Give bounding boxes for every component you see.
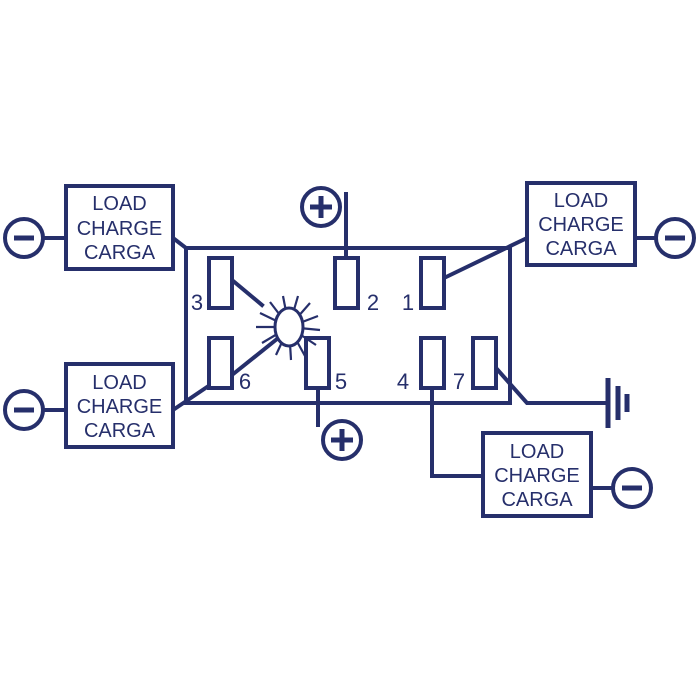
load-box-line-1: LOAD [92, 372, 146, 394]
terminal-label-1: 1 [402, 290, 414, 315]
wire-pin7-ground [493, 365, 608, 405]
pin-6 [207, 336, 234, 390]
load-box-line-2: CHARGE [494, 465, 580, 487]
load-box-line-1: LOAD [554, 190, 608, 212]
wire-top-left-load [170, 235, 189, 251]
pin-3 [207, 256, 234, 310]
wire-pin4-load [430, 388, 485, 478]
load-box-bottom-left: LOAD CHARGE CARGA [64, 362, 175, 449]
wire-bottom-left-load [170, 382, 213, 413]
minus-terminal-icon [3, 217, 68, 259]
plus-terminal-icon [300, 186, 342, 228]
load-box-line-2: CHARGE [538, 214, 624, 236]
load-box-bottom-right: LOAD CHARGE CARGA [481, 431, 593, 518]
terminal-label-2: 2 [367, 290, 379, 315]
minus-terminal-icon [589, 467, 653, 509]
pin-5 [304, 336, 331, 390]
load-box-line-3: CARGA [84, 420, 156, 442]
load-box-line-3: CARGA [545, 238, 617, 260]
ground-icon [605, 378, 630, 428]
load-box-line-2: CHARGE [77, 396, 163, 418]
wires [170, 192, 608, 478]
minus-terminal-icon [633, 217, 696, 259]
load-box-line-1: LOAD [510, 441, 564, 463]
load-box-top-right: LOAD CHARGE CARGA [525, 181, 637, 267]
terminal-label-4: 4 [397, 369, 409, 394]
load-box-line-3: CARGA [84, 242, 156, 264]
wire-pin3-lamp [229, 277, 265, 308]
terminal-label-6: 6 [239, 369, 251, 394]
indicator-lamp-icon [256, 295, 321, 361]
pin-1 [419, 256, 446, 310]
terminal-label-5: 5 [335, 369, 347, 394]
terminal-label-3: 3 [191, 290, 203, 315]
load-box-line-2: CHARGE [77, 218, 163, 240]
plus-terminal-icon [321, 419, 363, 461]
pin-4 [419, 336, 446, 390]
load-box-line-1: LOAD [92, 193, 146, 215]
terminal-label-7: 7 [453, 369, 465, 394]
load-box-top-left: LOAD CHARGE CARGA [64, 184, 175, 271]
wire-pin6-lamp [229, 332, 285, 378]
load-box-line-3: CARGA [501, 489, 573, 511]
pin-2 [333, 256, 360, 310]
minus-terminal-icon [3, 389, 68, 431]
pin-7 [471, 336, 498, 390]
wire-top-right-load [441, 235, 530, 281]
